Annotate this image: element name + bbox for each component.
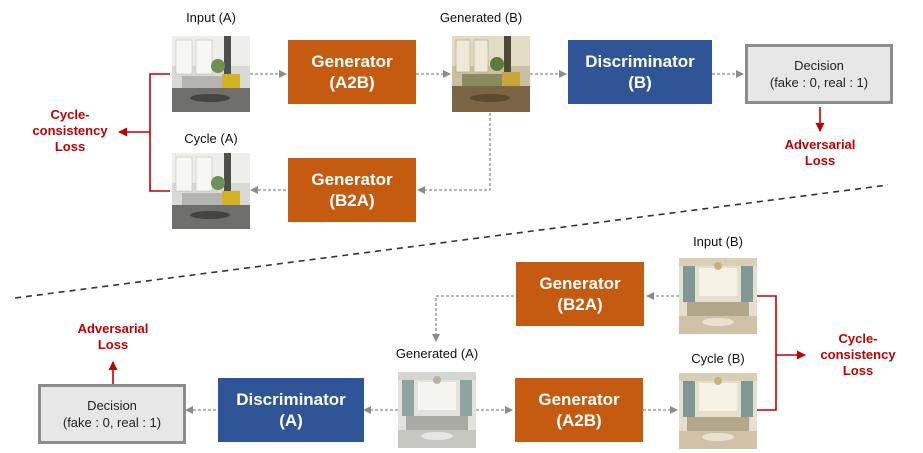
cycle-b-image (679, 373, 757, 449)
cycle-loss-bracket-top (149, 73, 170, 192)
input-a-label: Input (A) (186, 10, 236, 25)
decision-title-bottom: Decision (87, 398, 137, 413)
decision-box-bottom: Decision (fake : 0, real : 1) (38, 384, 186, 444)
generator-a2b-top: Generator (A2B) (288, 40, 416, 104)
cycle-consistency-loss-top: Cycle- consistency Loss (32, 107, 108, 154)
adversarial-loss-top: Adversarial Loss (784, 137, 856, 168)
decision-box-top: Decision (fake : 0, real : 1) (745, 44, 893, 104)
cycle-b-label: Cycle (B) (691, 351, 745, 366)
arrow-generated-b-to-generator-b2a (417, 113, 491, 194)
generated-b-image (452, 36, 530, 112)
cycle-a-image (172, 153, 250, 229)
generated-b-label: Generated (B) (439, 10, 523, 25)
input-b-image (679, 258, 757, 334)
adversarial-loss-bottom: Adversarial Loss (77, 321, 149, 352)
decision-title-top: Decision (794, 58, 844, 73)
cycle-a-label: Cycle (A) (184, 131, 238, 146)
discriminator-a: Discriminator (A) (218, 378, 364, 442)
arrow-generator-b2a-to-generated-a (432, 295, 514, 342)
generator-b2a-bottom: Generator (B2A) (516, 262, 644, 326)
cycle-loss-bracket-bottom (757, 295, 777, 411)
input-b-label: Input (B) (693, 234, 743, 249)
section-divider (14, 184, 889, 299)
generator-b2a-top: Generator (B2A) (288, 158, 416, 222)
discriminator-b: Discriminator (B) (568, 40, 712, 104)
generator-a2b-bottom: Generator (A2B) (515, 378, 643, 442)
input-a-image (172, 36, 250, 112)
generated-a-image (398, 372, 476, 448)
generated-a-label: Generated (A) (395, 346, 479, 361)
decision-values-bottom: (fake : 0, real : 1) (62, 415, 162, 430)
decision-values-top: (fake : 0, real : 1) (769, 75, 869, 90)
cycle-consistency-loss-bottom: Cycle- consistency Loss (820, 331, 896, 378)
